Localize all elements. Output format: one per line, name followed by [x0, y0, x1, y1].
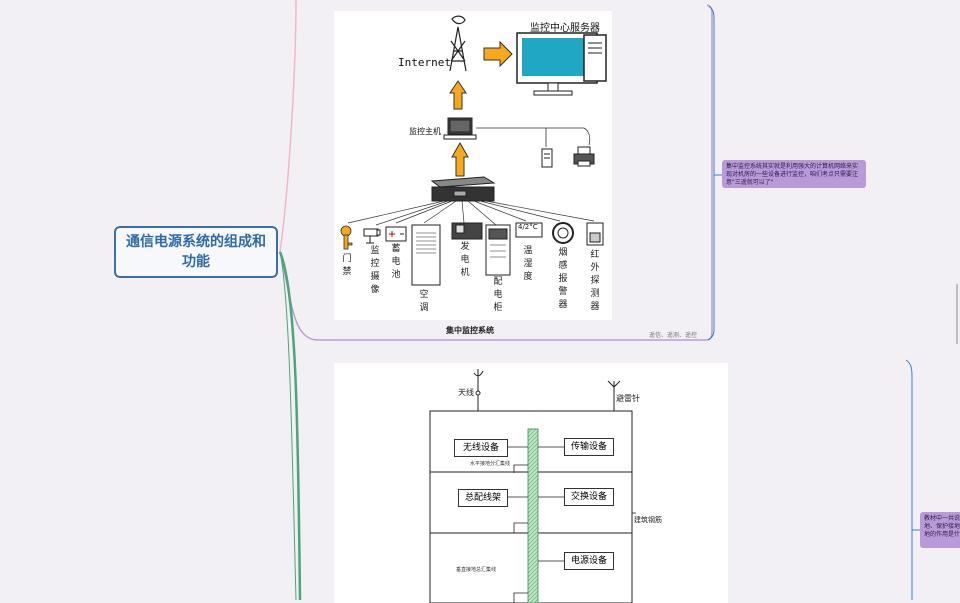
- building-steel-label: 建筑钢筋: [634, 516, 662, 524]
- antenna-label: 天线: [458, 388, 474, 397]
- switching-equipment-box: 交换设备: [564, 488, 614, 506]
- device-label-generator: 发电机: [460, 242, 470, 278]
- arrow-up-icon-2: [451, 141, 469, 177]
- vertical-bus-label: 垂直接地总汇集线: [456, 567, 497, 573]
- grounding-diagram-graphics: [429, 369, 636, 603]
- infrared-detector-icon: [586, 222, 604, 246]
- lightning-rod-label: 避雷针: [616, 394, 640, 403]
- air-conditioner-icon: [411, 224, 441, 286]
- device-label-ac: 空调: [419, 290, 429, 313]
- monitoring-diagram-image[interactable]: Internet 监控中心服务器 监控主机 4/2°C 门禁 监控摄像 蓄电池 …: [334, 11, 612, 320]
- grounding-diagram-image[interactable]: 天线 避雷针 无线设备 传输设备 总配线架 交换设备 电源设备 水平接地分汇集线…: [334, 363, 728, 603]
- vertical-ground-bus: [527, 428, 539, 603]
- device-connector-lines: [347, 200, 595, 226]
- scroll-indicator: [956, 284, 958, 344]
- collector-unit-icon: [430, 176, 496, 202]
- branch-line-green-thin: [279, 251, 297, 600]
- device-label-cabinet: 配电柜: [493, 277, 503, 313]
- device-label-infrared: 红外探测器: [590, 250, 600, 312]
- lightning-rod-icon: [607, 380, 621, 411]
- building-outline: [429, 410, 633, 603]
- device-label-battery: 蓄电池: [391, 244, 401, 280]
- root-topic[interactable]: 通信电源系统的组成和功能: [114, 226, 278, 278]
- monitoring-caption[interactable]: 集中监控系统: [446, 326, 494, 335]
- device-label-door: 门禁: [342, 254, 352, 277]
- small-server-icon: [541, 148, 553, 168]
- monitor-server-icon: [516, 32, 607, 96]
- internet-label: Internet: [398, 56, 451, 69]
- branch-bracket-blue-2: [905, 359, 913, 600]
- battery-icon: [385, 226, 407, 242]
- wireless-equipment-box: 无线设备: [454, 439, 508, 457]
- door-key-icon: [340, 225, 353, 250]
- antenna-tower-icon: [449, 15, 467, 72]
- monitoring-tag: 遥信、遥测、遥控: [649, 332, 698, 339]
- camera-icon: [363, 228, 381, 244]
- grounding-note[interactable]: 教材中一共说了工作接地、保护接地和防雷接地的作用是什么。: [920, 512, 960, 548]
- antenna-icon: [473, 369, 484, 411]
- printer-icon: [573, 146, 595, 167]
- power-equipment-box: 电源设备: [564, 552, 614, 570]
- temp-display: 4/2°C: [518, 223, 538, 231]
- generator-icon: [451, 222, 483, 240]
- device-label-camera: 监控摄像: [370, 246, 380, 295]
- branch-line-green: [278, 251, 302, 600]
- host-label: 监控主机: [409, 127, 441, 136]
- branch-bracket-blue-1: [707, 5, 715, 341]
- device-label-smoke: 烟感报警器: [558, 248, 568, 310]
- arrow-up-icon: [449, 80, 467, 110]
- temperature-humidity-icon: [515, 222, 543, 238]
- smoke-detector-icon: [552, 222, 574, 244]
- arrow-right-icon: [483, 40, 513, 68]
- branch-line-pink: [279, 0, 297, 253]
- mdf-box: 总配线架: [458, 489, 508, 507]
- transmission-equipment-box: 传输设备: [564, 438, 614, 456]
- monitoring-note[interactable]: 集中监控系统其实就是利用强大的计算机网络来实现对机房的一些设备进行监控，咱们考点…: [722, 160, 866, 188]
- horizontal-bus-label: 水平接地分汇集线: [470, 461, 511, 467]
- server-label: 监控中心服务器: [530, 23, 600, 34]
- distribution-cabinet-icon: [485, 224, 511, 276]
- host-computer-icon: [443, 117, 477, 140]
- device-label-temp: 温湿度: [523, 246, 533, 282]
- monitoring-diagram-graphics: [340, 15, 607, 286]
